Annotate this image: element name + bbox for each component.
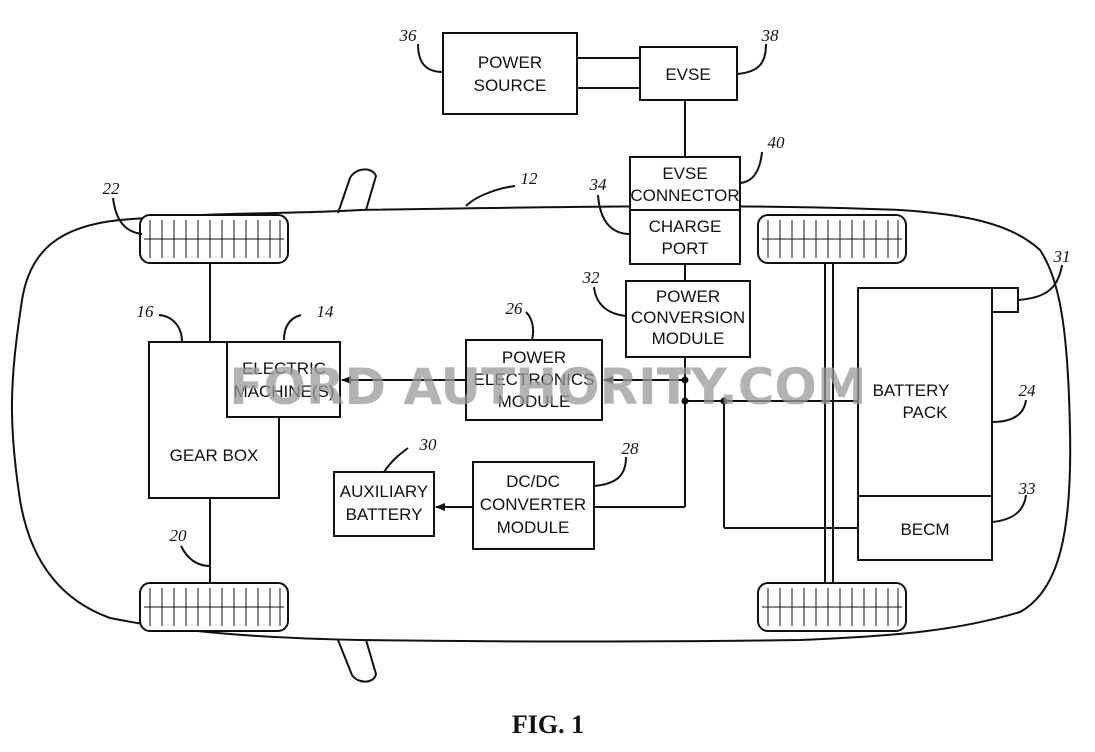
ref-power-source: 36 (399, 26, 418, 45)
battery-pack-box: BATTERY PACK BECM (857, 287, 1019, 561)
ref-electric-machine: 14 (317, 302, 335, 321)
ref-rear-wheel: 20 (170, 526, 188, 545)
battery-pack-label-1: BATTERY (873, 381, 950, 400)
power-electronics-module-box: POWER ELECTRONICS MODULE (465, 339, 603, 421)
wheel-rear-bottom (757, 582, 907, 632)
ref-power-conversion-module: 32 (582, 268, 601, 287)
power-conversion-label-3: MODULE (652, 329, 725, 348)
power-conversion-module-box: POWER CONVERSION MODULE (625, 280, 751, 358)
electric-machine-box: ELECTRIC MACHINE(S) (226, 341, 341, 418)
auxiliary-battery-box: AUXILIARY BATTERY (333, 471, 435, 537)
ref-power-electronics-module: 26 (506, 299, 524, 318)
gear-box-box: GEAR BOX (148, 341, 280, 499)
ref-dc-dc-converter-module: 28 (622, 439, 640, 458)
becm-label: BECM (900, 520, 949, 539)
electric-machine-label-1: ELECTRIC (242, 359, 326, 378)
dc-dc-converter-module-box: DC/DC CONVERTER MODULE (472, 461, 595, 550)
ref-evse: 38 (761, 26, 780, 45)
wheel-front-bottom (139, 582, 289, 632)
wheel-rear-top (757, 214, 907, 264)
ref-auxiliary-battery: 30 (419, 435, 438, 454)
ref-sensor: 31 (1053, 247, 1071, 266)
watermark: FORD AUTHORITY.COM (229, 358, 866, 416)
charge-port-box: CHARGE PORT (629, 209, 741, 265)
power-conversion-label-2: CONVERSION (631, 308, 745, 327)
figure-caption: FIG. 1 (512, 710, 584, 739)
wheel-front-top (139, 214, 289, 264)
dc-dc-label-3: MODULE (497, 518, 570, 537)
ref-charge-port: 34 (589, 175, 608, 194)
auxiliary-battery-label-2: BATTERY (346, 505, 423, 524)
rear-axle (824, 262, 834, 586)
evse-connector-box: EVSE CONNECTOR (629, 156, 741, 211)
auxiliary-battery-label-1: AUXILIARY (340, 482, 429, 501)
mirror-top (337, 168, 378, 214)
power-source-label-1: POWER (478, 53, 542, 72)
mirror-bottom (337, 639, 378, 683)
power-source-box: POWER SOURCE (442, 32, 578, 115)
evse-connector-label-2: CONNECTOR (630, 186, 739, 205)
evse-label: EVSE (665, 65, 710, 84)
ref-battery-pack: 24 (1019, 381, 1037, 400)
gear-box-label: GEAR BOX (170, 446, 259, 465)
evse-connector-label-1: EVSE (662, 164, 707, 183)
ref-evse-connector: 40 (768, 133, 786, 152)
ref-becm: 33 (1018, 479, 1036, 498)
evse-box: EVSE (639, 46, 738, 101)
ref-front-wheel: 22 (103, 179, 121, 198)
power-electronics-label-3: MODULE (498, 392, 571, 411)
electric-machine-label-2: MACHINE(S) (233, 382, 334, 401)
dc-dc-label-1: DC/DC (506, 472, 560, 491)
power-electronics-label-1: POWER (502, 348, 566, 367)
ref-gear-box: 16 (137, 302, 155, 321)
power-source-label-2: SOURCE (474, 76, 547, 95)
ref-vehicle: 12 (521, 169, 539, 188)
charge-port-label-2: PORT (662, 239, 709, 258)
power-electronics-label-2: ELECTRONICS (474, 370, 595, 389)
vehicle-body-outline (10, 205, 1072, 643)
charge-port-label-1: CHARGE (649, 217, 722, 236)
leader-lines (112, 43, 1063, 567)
dc-dc-label-2: CONVERTER (480, 495, 586, 514)
connections (341, 57, 858, 529)
battery-pack-label-2: PACK (902, 403, 948, 422)
power-conversion-label-1: POWER (656, 287, 720, 306)
